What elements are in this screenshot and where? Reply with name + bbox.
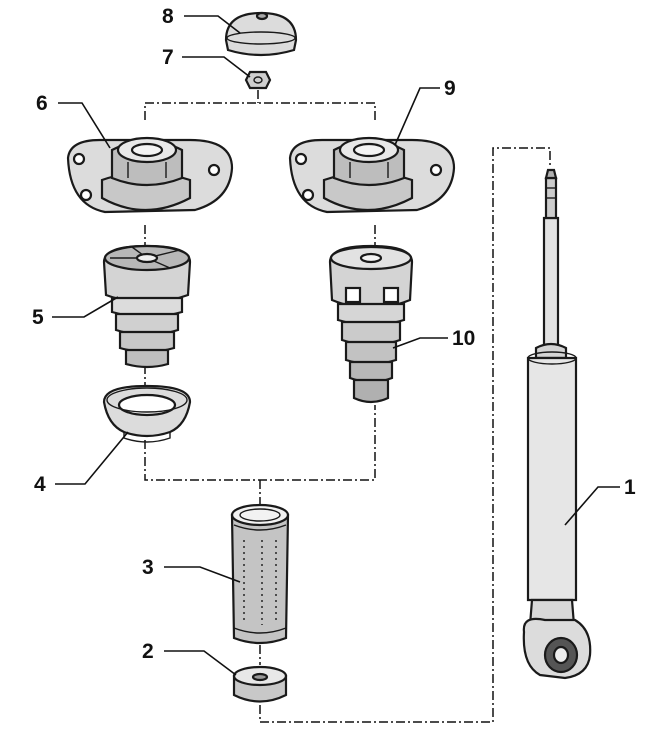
callout-3: 3 [142, 556, 154, 579]
callout-10: 10 [452, 327, 475, 350]
spring-seat-part [102, 384, 192, 443]
strut-mount-right-part [288, 136, 456, 214]
bump-stop-left-part [102, 244, 192, 369]
bump-stop-right-part [328, 244, 414, 404]
callout-6: 6 [36, 92, 48, 115]
strut-mount-left-part [66, 136, 234, 214]
callout-5: 5 [32, 306, 44, 329]
leader-lines [52, 15, 620, 676]
callout-1: 1 [624, 476, 636, 499]
protective-sleeve-part [230, 503, 290, 645]
callout-7: 7 [162, 46, 174, 69]
callout-labels: 8 7 6 9 5 10 4 1 3 2 [32, 5, 636, 663]
callout-4: 4 [34, 473, 46, 496]
callout-2: 2 [142, 640, 154, 663]
lower-buffer-part [232, 665, 288, 703]
nut-part [244, 70, 272, 90]
shock-absorber-part [522, 168, 592, 680]
callout-9: 9 [444, 77, 456, 100]
callout-8: 8 [162, 5, 174, 28]
protective-cap-part [224, 11, 298, 57]
